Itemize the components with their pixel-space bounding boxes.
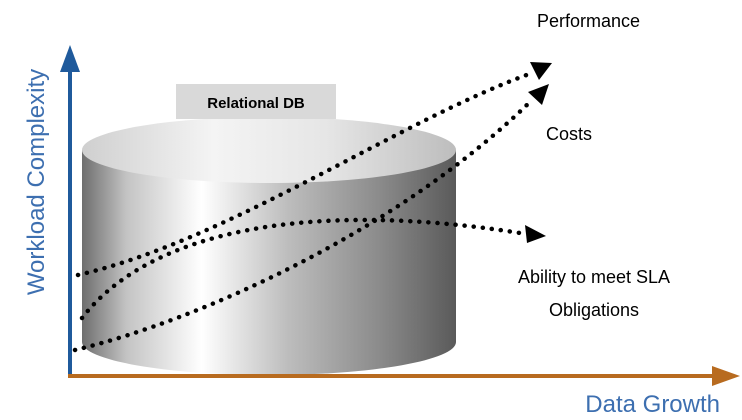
x-axis-label: Data Growth [585, 391, 720, 418]
trend-curves [72, 70, 535, 353]
performance-arrowhead [530, 62, 552, 80]
performance-label: Performance [537, 11, 640, 31]
y-axis-arrowhead [60, 45, 80, 72]
database-cylinder [82, 117, 456, 375]
performance-curve [75, 70, 535, 278]
relational-db-label: Relational DB [207, 95, 305, 112]
x-axis-arrowhead [712, 366, 740, 386]
sla-label-line2: Obligations [549, 300, 639, 320]
x-axis [68, 366, 740, 386]
costs-arrowhead [528, 84, 549, 105]
y-axis [60, 45, 80, 377]
sla-arrowhead [525, 225, 546, 243]
label-box-background [176, 84, 336, 119]
sla-curve [79, 217, 523, 321]
sla-label-line1: Ability to meet SLA [518, 267, 670, 287]
costs-label: Costs [546, 124, 592, 144]
relational-db-label-box: Relational DB [176, 84, 336, 119]
trend-arrowheads [525, 62, 552, 243]
costs-curve [72, 97, 535, 353]
cylinder-top [82, 117, 456, 183]
cylinder-body [82, 150, 456, 375]
y-axis-label: Workload Complexity [23, 69, 50, 295]
